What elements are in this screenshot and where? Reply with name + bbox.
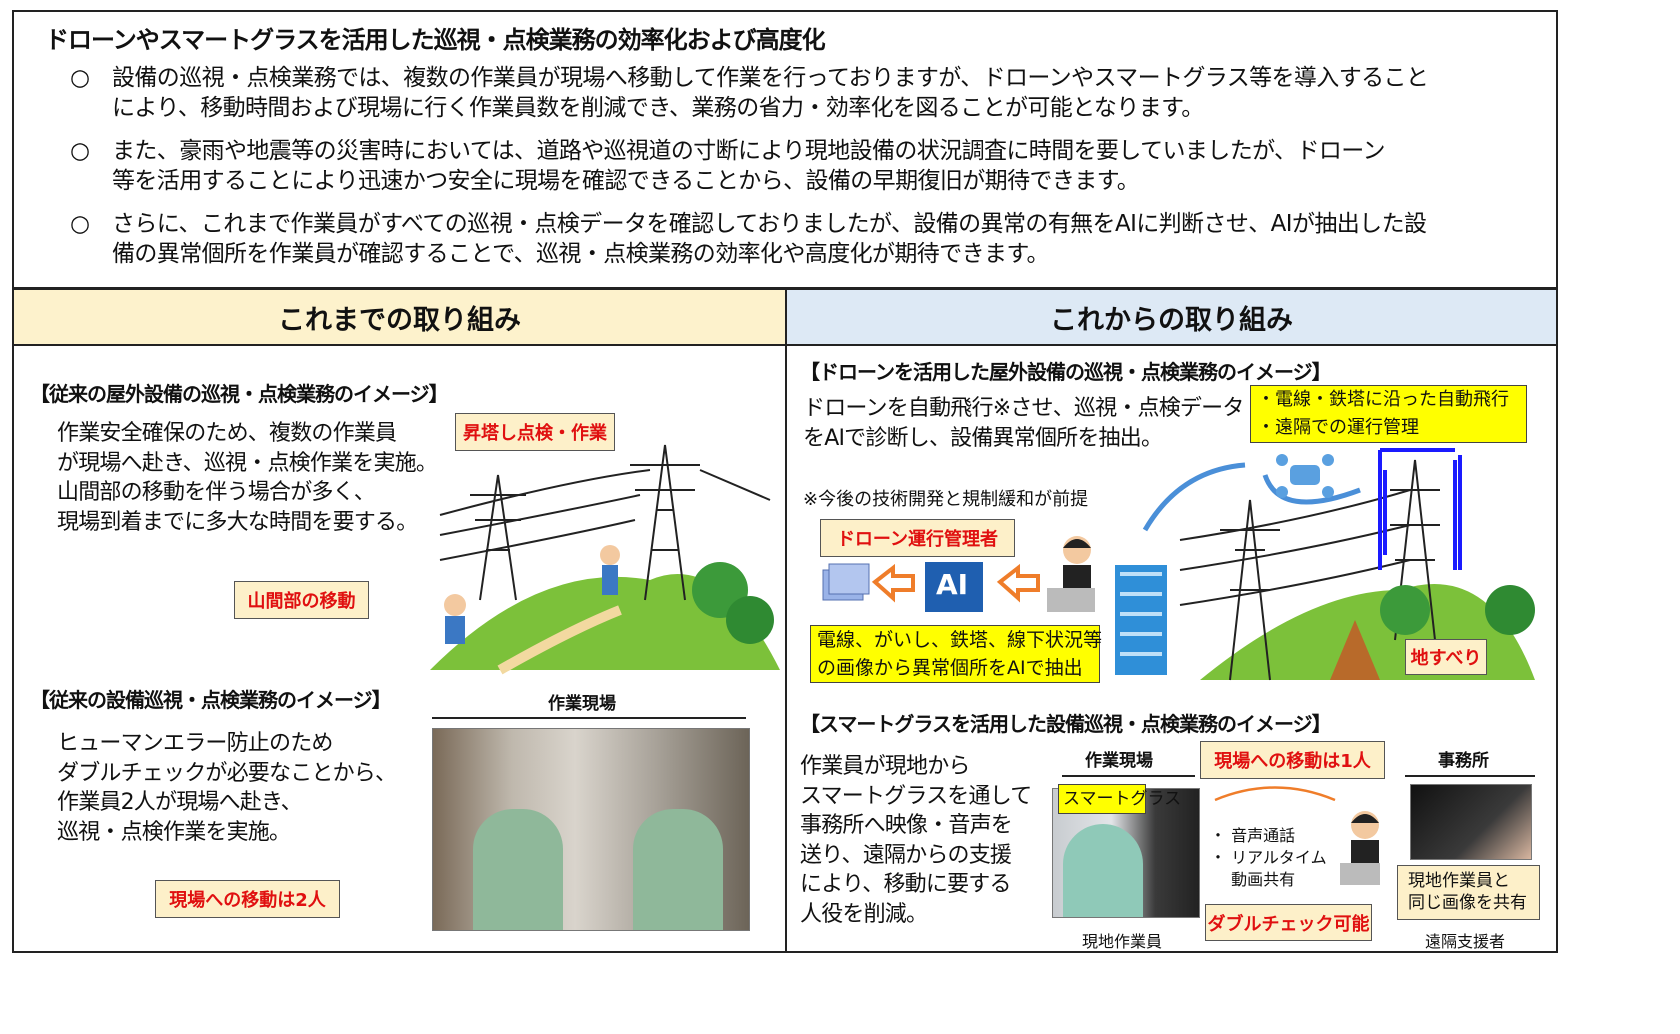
right-header: これからの取り組み — [787, 290, 1556, 346]
bidirectional-arrow-icon — [1214, 786, 1336, 802]
communication-illustration — [1214, 786, 1380, 885]
smart-glasses-label: スマートグラス — [1058, 784, 1181, 814]
office-label: 事務所 — [1438, 751, 1489, 771]
callout-operator: ドローン運行管理者 — [820, 519, 1015, 557]
left-sec2-text: ヒューマンエラー防止のためダブルチェックが必要なことから、作業員2人が現場へ赴き… — [57, 731, 397, 845]
ai-chip-icon — [925, 562, 983, 612]
arrow-left-icon — [871, 563, 915, 603]
office-building-icon — [1115, 565, 1167, 675]
callout-double-check: ダブルチェック可能 — [1205, 904, 1372, 941]
callout-one-person: 現場への移動は1人 — [1200, 741, 1385, 779]
site-label-right: 作業現場 — [1085, 751, 1153, 771]
remote-supporter-icon — [1340, 811, 1380, 885]
divider — [785, 289, 787, 952]
right-sec2-text: 作業員が現地からスマートグラスを通して事務所へ映像・音声を送り、遠隔からの支援に… — [800, 754, 1032, 927]
site-underline — [432, 717, 746, 719]
callout-two-people: 現場への移動は2人 — [155, 880, 340, 918]
office-underline — [1405, 775, 1535, 777]
share-image-box: 現地作業員と同じ画像を共有 — [1397, 865, 1540, 920]
arrow-left-icon — [996, 563, 1040, 603]
ai-label: AI — [936, 568, 969, 601]
workers-photo — [432, 728, 750, 931]
right-sec1-text: ドローンを自動飛行※させ、巡視・点検データをAIで診断し、設備異常個所を抽出。 — [803, 396, 1244, 451]
remote-supporter-label: 遠隔支援者 — [1425, 932, 1506, 951]
left-sec2-heading: 【従来の設備巡視・点検業務のイメージ】 — [30, 688, 392, 712]
left-sec1-heading: 【従来の屋外設備の巡視・点検業務のイメージ】 — [30, 382, 449, 406]
callout-climb: 昇塔し点検・作業 — [455, 413, 615, 451]
footnote: ※今後の技術開発と規制緩和が前提 — [803, 489, 1089, 510]
callout-landslide: 地すべり — [1405, 639, 1487, 675]
site-label: 作業現場 — [548, 694, 616, 714]
site-underline — [1062, 775, 1195, 777]
operator-icon — [1047, 536, 1095, 612]
office-monitor-photo — [1410, 784, 1532, 860]
field-worker-label: 現地作業員 — [1082, 932, 1163, 951]
comm-features: ・ 音声通話・ リアルタイム 動画共有 — [1210, 826, 1327, 889]
ai-extraction-box: 電線、がいし、鉄塔、線下状況等の画像から異常個所をAIで抽出 — [810, 625, 1102, 683]
ai-flow-icons — [822, 536, 1167, 675]
right-sec1-heading: 【ドローンを活用した屋外設備の巡視・点検業務のイメージ】 — [800, 360, 1332, 384]
drone-features-box: ・電線・鉄塔に沿った自動飛行・遠隔での運行管理 — [1250, 385, 1527, 443]
left-sec1-text: 作業安全確保のため、複数の作業員が現場へ赴き、巡視・点検作業を実施。山間部の移動… — [57, 421, 438, 535]
callout-mountain: 山間部の移動 — [234, 581, 369, 619]
right-sec2-heading: 【スマートグラスを活用した設備巡視・点検業務のイメージ】 — [800, 712, 1332, 736]
page-title: ドローンやスマートグラスを活用した巡視・点検業務の効率化および高度化 — [45, 26, 826, 54]
left-header: これまでの取り組み — [14, 290, 785, 346]
folder-icon — [822, 563, 870, 601]
mountain-tower-illustration — [430, 444, 780, 675]
